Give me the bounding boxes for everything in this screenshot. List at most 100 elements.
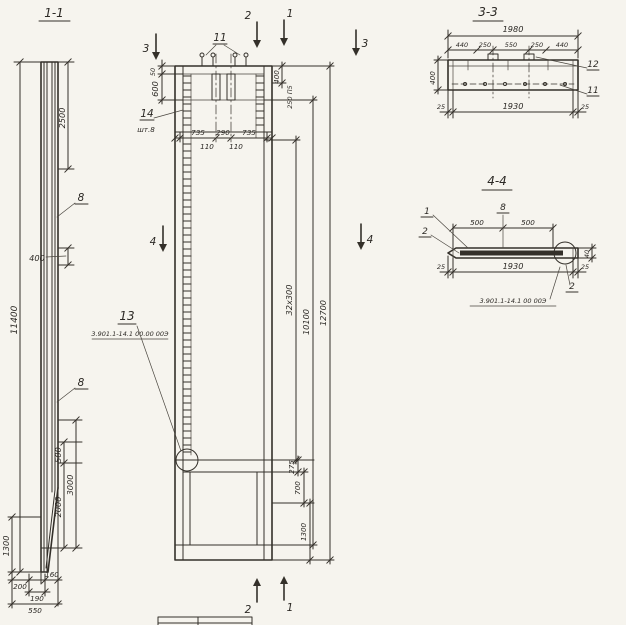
- embedded-items: [211, 53, 236, 143]
- pos-label-13: 13: [119, 309, 134, 323]
- dim-400-top: 400: [272, 70, 281, 84]
- rebar-dots: [463, 82, 567, 86]
- ref-note-13: 3.901.1-14.1 00.00 00Э: [91, 330, 169, 338]
- dim-25-left-4-4: 25: [437, 263, 445, 271]
- stirrup-ladder-main: [182, 143, 192, 453]
- dim-110-right: 110: [229, 142, 243, 151]
- cut-mark-2-bottom: 2: [245, 604, 252, 616]
- column-side-linework: [40, 61, 59, 573]
- dim-10100: 10100: [301, 309, 311, 335]
- pos-label-2: 2: [422, 227, 428, 237]
- ref-leader-4-4: [549, 266, 561, 300]
- dim-2000: 2000: [53, 497, 63, 518]
- dim-ticks-4-4: [444, 224, 596, 276]
- view-title: 1-1: [44, 6, 64, 20]
- dim-250-left: 250: [479, 41, 491, 49]
- dim-11400: 11400: [10, 305, 20, 334]
- dim-1930-3-3: 1930: [503, 101, 524, 111]
- dim-735-left: 735: [191, 128, 205, 137]
- pos14-qty: шт.8: [137, 125, 155, 134]
- section-3-3-view: 3-3 1980 440 250 550 250 440 400 25: [428, 5, 600, 119]
- pos1-leader: [432, 214, 469, 249]
- dim-440-right: 440: [556, 41, 568, 49]
- extension-lines: [7, 61, 83, 609]
- dim-25-right-4-4: 25: [581, 263, 589, 271]
- column-elevation-linework: [174, 65, 273, 561]
- cut-mark-4-left: 4: [150, 236, 157, 248]
- pos-label-2-bottom: 2: [569, 282, 575, 292]
- pos13-leader: [136, 325, 182, 452]
- dim-ticks-3-3: [434, 32, 582, 116]
- pos11-leader-3-3: [559, 84, 588, 95]
- pos-label-8-upper: 8: [78, 192, 85, 204]
- dim-12700: 12700: [318, 300, 328, 326]
- dim-25-left-3-3: 25: [437, 103, 445, 111]
- dim-40: 40: [583, 250, 591, 258]
- stirrup-ladder-top-left: [182, 75, 192, 133]
- cut-mark-1-top: 1: [287, 8, 294, 20]
- cut-mark-3-right: 3: [362, 38, 369, 50]
- section-4-4-view: 4-4 1 2 8 500 500 40 25 1930 25 2: [418, 174, 597, 307]
- title-block-edge: [157, 616, 253, 625]
- view-title-4-4: 4-4: [487, 174, 507, 188]
- dim-700: 700: [293, 481, 302, 495]
- pos8-leader: [56, 202, 76, 218]
- cut-mark-3-left: 3: [143, 43, 150, 55]
- stirrup-ladder-top-right: [255, 75, 265, 133]
- dim-spacing-32x300: 32х300: [284, 285, 294, 316]
- pos-label-11-3-3: 11: [587, 86, 598, 96]
- dim-110-left: 110: [200, 142, 214, 151]
- cut-mark-4-right: 4: [367, 234, 374, 246]
- dim-1300-elev: 1300: [299, 522, 308, 541]
- dim-290: 290: [216, 128, 230, 137]
- section-marks: 2 1 3 3 4 4 2 1: [143, 8, 374, 616]
- section-1-1-view: 1-1 11400 2500 400 500 2000 3000 1300 8 …: [1, 6, 89, 615]
- extension-lines-elev: [157, 65, 335, 561]
- dim-1930-4-4: 1930: [503, 261, 524, 271]
- dim-735-right: 735: [242, 128, 256, 137]
- dim-1980: 1980: [503, 24, 524, 34]
- pos-label-14: 14: [140, 108, 153, 120]
- dim-50: 50: [149, 68, 157, 76]
- elevation-view: 50 600 735 290 735 110 110 400 250 П5 11…: [91, 8, 373, 616]
- dim-500-left: 500: [470, 218, 484, 227]
- dim-3000: 3000: [65, 475, 75, 496]
- pos-label-8-lower: 8: [78, 377, 85, 389]
- dim-400-3-3: 400: [428, 71, 437, 85]
- section-4-4-linework: [447, 241, 579, 265]
- dim-400-leader: [45, 255, 67, 258]
- dim-2500: 2500: [57, 108, 67, 129]
- dim-250-right: 250: [531, 41, 543, 49]
- dim-500: 500: [53, 447, 63, 463]
- ref-note-4-4: 3.901.1-14.1 00 00Э: [480, 297, 547, 305]
- pos14-leader: [153, 109, 184, 119]
- view-title-3-3: 3-3: [478, 5, 498, 19]
- dim-600: 600: [150, 81, 160, 97]
- pos2b-leader: [565, 264, 571, 286]
- lifting-hooks: [199, 52, 249, 67]
- dim-ticks-elev: [158, 62, 334, 564]
- extension-lines-3-3: [433, 29, 579, 119]
- section-3-3-linework: [447, 45, 579, 99]
- dim-275: 275: [287, 460, 296, 474]
- dim-25-right-3-3: 25: [581, 103, 589, 111]
- dim-190: 190: [30, 594, 44, 603]
- pos11-leaders: [205, 44, 241, 56]
- pos8-leader-2: [56, 387, 76, 403]
- dim-ticks: [8, 58, 80, 608]
- dim-550: 550: [28, 606, 42, 615]
- dim-1300: 1300: [1, 536, 11, 557]
- pos-label-11: 11: [213, 32, 226, 44]
- pos12-leader: [535, 56, 588, 69]
- note-250-p5: 250 П5: [286, 85, 294, 109]
- pos-label-8-4-4: 8: [500, 203, 506, 213]
- dimension-lines: [7, 61, 77, 605]
- dim-400: 400: [29, 253, 45, 263]
- cut-mark-2-top: 2: [245, 10, 252, 22]
- extension-lines-4-4: [447, 223, 597, 279]
- dimension-lines-3-3: [437, 35, 587, 113]
- pos-label-12: 12: [587, 60, 599, 70]
- pos2-leader: [430, 234, 460, 254]
